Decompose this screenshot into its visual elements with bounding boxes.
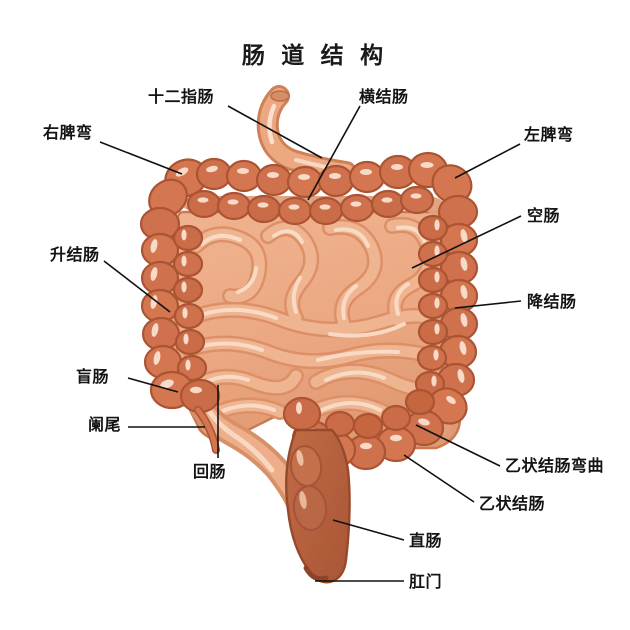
leader-lines	[99, 105, 522, 582]
label-right-hepatic-flexure: 右脾弯	[43, 125, 93, 142]
leader-line-left-splenic-flexure	[454, 143, 521, 179]
large-intestine-group	[139, 151, 479, 584]
label-sigmoid-colon: 乙状结肠	[479, 496, 546, 513]
ileum-highlight	[203, 403, 275, 473]
leader-line-jejunum	[411, 215, 522, 269]
page-title: 肠 道 结 构	[241, 42, 389, 68]
leader-line-duodenum	[227, 105, 323, 159]
label-appendix: 阑尾	[88, 417, 122, 434]
label-duodenum: 十二指肠	[148, 89, 215, 106]
label-transverse-colon: 横结肠	[359, 89, 409, 106]
label-descending-colon: 降结肠	[527, 294, 577, 311]
leader-line-cecum	[127, 377, 179, 393]
leader-line-sigmoid-flexure	[415, 424, 501, 467]
label-ascending-colon: 升结肠	[50, 247, 100, 264]
label-rectum: 直肠	[409, 533, 443, 550]
label-sigmoid-flexure: 乙状结肠弯曲	[505, 458, 605, 475]
leader-line-descending-colon	[454, 300, 522, 309]
rectum-highlight-a	[296, 450, 304, 466]
label-ileum: 回肠	[193, 464, 227, 481]
rectum-highlight-b	[299, 491, 307, 509]
ascending-colon	[140, 224, 208, 382]
leader-line-transverse-colon	[307, 105, 361, 201]
label-anus: 肛门	[409, 574, 443, 591]
anus	[303, 565, 329, 582]
label-left-splenic-flexure: 左脾弯	[524, 127, 574, 144]
label-jejunum: 空肠	[527, 208, 561, 225]
duodenum-opening	[270, 90, 290, 102]
descending-colon	[414, 214, 479, 398]
leader-line-right-hepatic-flexure	[99, 141, 183, 175]
right-hepatic-flexure	[139, 178, 188, 242]
duodenum-group	[256, 85, 357, 183]
label-cecum: 盲肠	[76, 369, 110, 386]
leader-line-rectum	[332, 519, 405, 541]
duodenum-highlight-a	[267, 103, 277, 145]
cecum	[149, 370, 221, 414]
leader-line-sigmoid-colon	[403, 454, 475, 503]
appendix	[195, 407, 219, 453]
leader-line-ascending-colon	[103, 260, 171, 313]
